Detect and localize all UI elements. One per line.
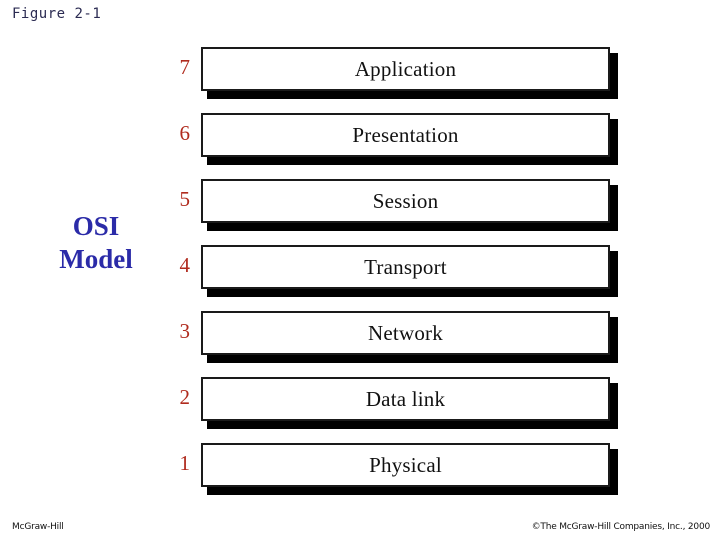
layer-box-wrap-6: Presentation [201,113,618,169]
layer-box-wrap-2: Data link [201,377,618,433]
layer-number-2: 2 [179,385,191,409]
layer-label-physical: Physical [369,452,442,477]
layer-number-5: 5 [179,187,191,211]
layer-number-1: 1 [179,451,191,475]
layer-row: 2 Data link [0,377,720,443]
layer-row: 7 Application [0,47,720,113]
layer-row: 3 Network [0,311,720,377]
layer-box-data-link[interactable]: Data link [201,377,610,421]
layer-number-3: 3 [179,319,191,343]
osi-layer-stack: 7 Application 6 Presentation 5 [0,47,720,509]
layer-label-network: Network [368,320,443,345]
layer-row: 6 Presentation [0,113,720,179]
layer-box-wrap-7: Application [201,47,618,103]
layer-box-wrap-5: Session [201,179,618,235]
layer-label-data-link: Data link [365,386,446,411]
layer-box-network[interactable]: Network [201,311,610,355]
osi-title-line-2: Model [59,244,133,274]
layer-box-wrap-1: Physical [201,443,618,499]
layer-number-6: 6 [179,121,191,145]
layer-number-7: 7 [179,55,191,79]
figure-caption: Figure 2-1 [12,6,102,22]
osi-title-line-1: OSI [72,211,120,241]
layer-label-session: Session [372,188,439,213]
layer-number-4: 4 [179,253,191,277]
layer-row: 1 Physical [0,443,720,509]
layer-box-presentation[interactable]: Presentation [201,113,610,157]
layer-label-transport: Transport [364,254,447,279]
osi-model-title: OSI Model [26,210,166,276]
layer-row: 4 Transport [0,245,720,311]
layer-row: 5 Session [0,179,720,245]
layer-label-presentation: Presentation [352,122,459,147]
footer-copyright: ©The McGraw-Hill Companies, Inc., 2000 [531,522,711,532]
footer-publisher: McGraw-Hill [12,522,64,532]
layer-box-application[interactable]: Application [201,47,610,91]
layer-box-wrap-4: Transport [201,245,618,301]
layer-box-session[interactable]: Session [201,179,610,223]
layer-box-physical[interactable]: Physical [201,443,610,487]
layer-label-application: Application [354,56,457,81]
layer-box-wrap-3: Network [201,311,618,367]
layer-box-transport[interactable]: Transport [201,245,610,289]
